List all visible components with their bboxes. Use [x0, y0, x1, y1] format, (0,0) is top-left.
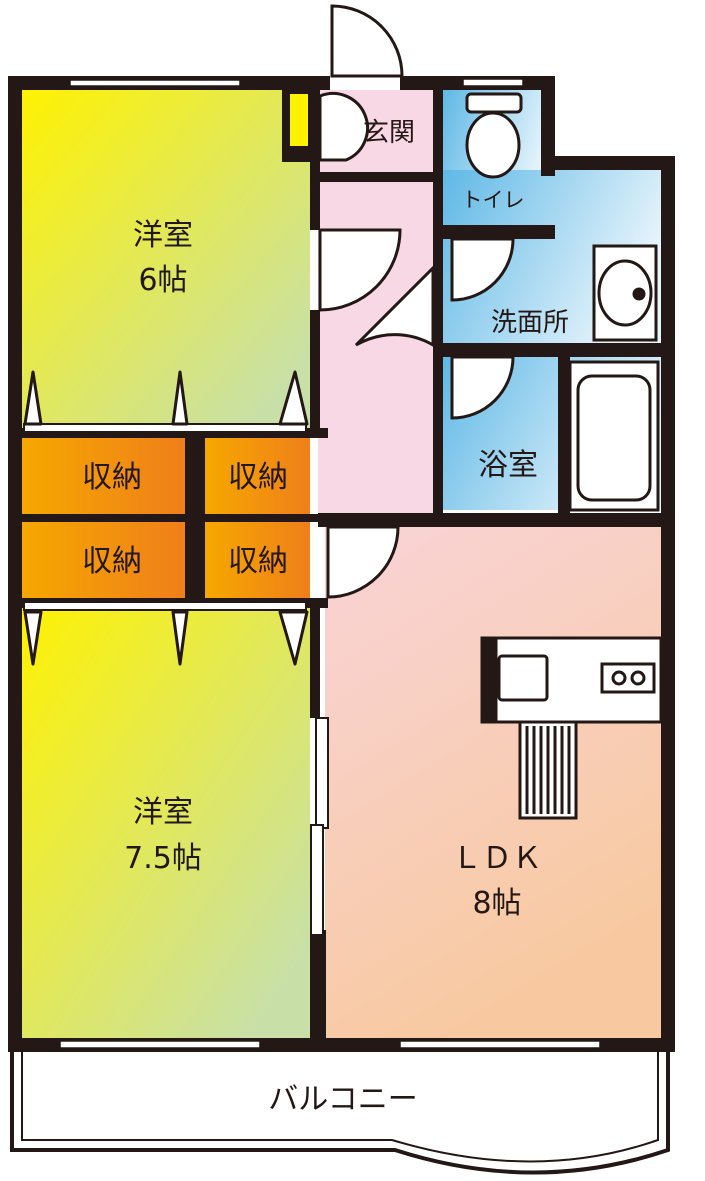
wall-right-upper: [541, 76, 555, 176]
closet-label-2: 収納: [228, 460, 288, 495]
sliding-door-ldk-1: [315, 717, 329, 829]
closet-door-arrow-2: [171, 370, 189, 426]
western-room-1-floor: [20, 90, 310, 428]
genkan-box-inner: [290, 94, 308, 146]
kitchen-cupboard-slats: [525, 726, 571, 814]
ldk-size: 8帖: [472, 886, 521, 921]
western-room-1-size: 6帖: [138, 263, 187, 298]
wall-west-partition-mid: [310, 310, 320, 430]
wall-genkan-step: [318, 172, 433, 182]
wall-hall-right: [433, 90, 443, 526]
ldk-name: ＬＤＫ: [452, 841, 542, 876]
sliding-door-ldk-2: [310, 824, 324, 936]
stove-burner-icon-2: [630, 670, 646, 686]
western-room-1-name: 洋室: [133, 218, 193, 253]
toilet-bowl-icon: [465, 111, 521, 179]
wall-outer-right: [661, 156, 675, 1050]
closet-door-arrow-3: [278, 370, 309, 426]
western-room-2-floor: [20, 598, 310, 1038]
closet-door-rail-2: [23, 601, 307, 611]
door-ldk: [326, 525, 400, 599]
toilet-fixture: [465, 92, 523, 179]
kitchen-counter-back: [480, 636, 498, 724]
window-washroom: [462, 78, 524, 87]
closet-door-rail-1: [23, 423, 307, 433]
entrance-door: [330, 4, 404, 78]
door-western-1: [318, 228, 402, 312]
closet-door-arrow-5: [171, 610, 189, 666]
balcony-rail-inner: [21, 1050, 659, 1163]
toilet-label: トイレ: [462, 188, 525, 212]
window-bottom-left: [59, 1040, 261, 1049]
western-room-2-name: 洋室: [133, 795, 193, 830]
closet-4-box: [205, 522, 310, 598]
washbasin-drain-icon: [632, 287, 646, 301]
wall-west-partition-bottom: [310, 930, 326, 1040]
sliding-doors: [23, 423, 329, 936]
balcony-rail-outer: [10, 1050, 670, 1175]
entrance-label: 玄関: [363, 118, 415, 148]
kitchen-sink-icon: [497, 654, 549, 702]
kitchen-stove-icon: [600, 662, 656, 694]
bathtub-inner-icon: [576, 374, 652, 502]
wall-toilet-bottom: [443, 225, 555, 239]
door-hall: [354, 264, 435, 348]
bathroom-label: 浴室: [478, 448, 538, 483]
closet-3-box: [20, 522, 185, 598]
washbasin-bowl-icon: [597, 259, 653, 327]
closet-2-box: [205, 438, 310, 514]
closet-door-arrow-6: [278, 610, 309, 666]
door-bath: [450, 355, 515, 420]
closet-door-arrow-1: [23, 370, 43, 426]
wall-step-top: [541, 156, 675, 170]
bathtub-fixture: [568, 360, 660, 512]
washbasin-fixture: [592, 244, 658, 342]
toilet-tank-icon: [465, 92, 523, 114]
door-toilet: [450, 237, 515, 302]
closet-1-box: [20, 438, 185, 514]
closet-door-arrow-4: [23, 610, 43, 666]
ldk-floor: [325, 526, 661, 1038]
wall-outer-left: [8, 76, 22, 1050]
closet-blocks: [20, 438, 310, 598]
wall-closet-divider: [185, 428, 205, 608]
closet-label-3: 収納: [82, 544, 142, 579]
balcony: [10, 1050, 670, 1175]
door-genkan-inner: [318, 91, 370, 162]
balcony-label: バルコニー: [268, 1082, 417, 1117]
wall-west-partition-lower: [310, 598, 320, 718]
stove-burner-icon-1: [611, 670, 627, 686]
window-top: [69, 79, 241, 87]
closet-label-4: 収納: [228, 544, 288, 579]
doors: [318, 4, 515, 599]
wall-ldk-top: [318, 513, 675, 527]
window-bottom-right: [399, 1040, 601, 1049]
windows: [59, 78, 601, 1049]
closet-door-marks: [23, 370, 309, 666]
washroom-label: 洗面所: [491, 308, 569, 338]
closet-label-1: 収納: [82, 460, 142, 495]
wall-bath-divider: [558, 355, 570, 515]
wall-washroom-bottom: [443, 343, 675, 357]
western-room-2-size: 7.5帖: [124, 841, 202, 876]
kitchen-fixture: [480, 636, 663, 820]
wall-closet-mid: [8, 514, 328, 522]
